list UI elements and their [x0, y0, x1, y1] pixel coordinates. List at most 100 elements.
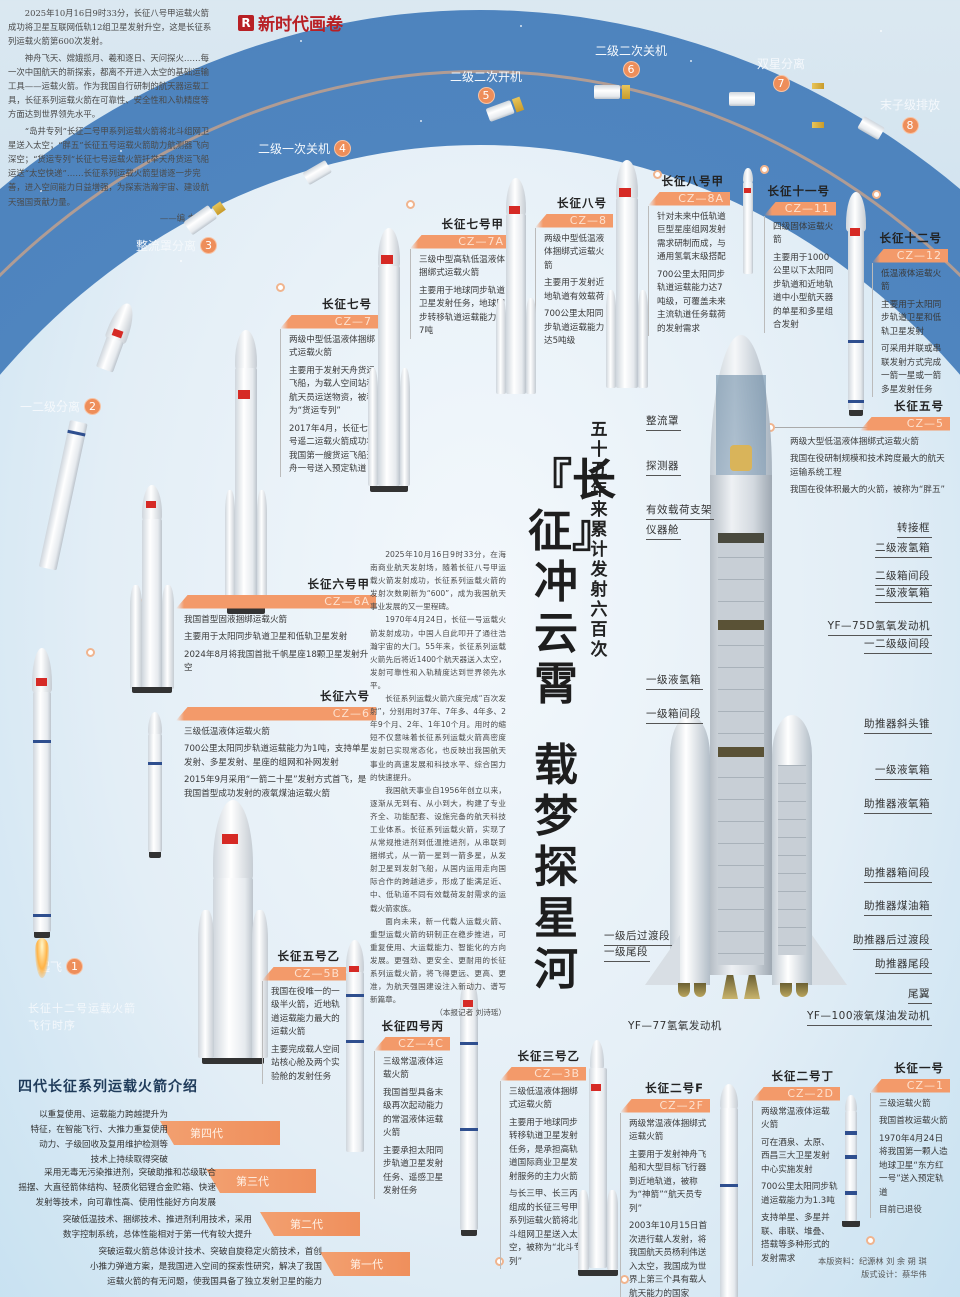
- rocket-name: 长征八号甲: [661, 174, 724, 188]
- flight-sequence-title-line: 长征十二号运载火箭: [28, 1002, 136, 1015]
- rocket-desc: 两级常温液体捆绑式运载火箭: [629, 1118, 707, 1143]
- diagram-label: 有效载荷支架: [646, 502, 714, 520]
- diagram-label: 助推器尾段: [875, 956, 932, 974]
- diagram-label: 助推器斜头锥: [864, 716, 932, 734]
- generation-desc-line: 突破运载火箭总体设计技术、突破自旋稳定火箭技术，首创: [98, 1247, 322, 1257]
- engine-nozzle: [694, 983, 706, 997]
- rocket-code: CZ—12: [872, 248, 948, 263]
- diagram-label: 助推器液氧箱: [864, 796, 932, 814]
- stage-number: 8: [901, 117, 919, 134]
- stage-number: 4: [334, 140, 352, 157]
- satellite-icon: [812, 122, 824, 128]
- generation-desc-line: 特征，在智能飞行、大推力重复使用: [30, 1125, 168, 1135]
- headline-line-1: 『长征』冲云霄: [528, 455, 616, 710]
- generation-desc-line: 运载火箭的有无问题，使我国具备了独立发射卫星的能力: [107, 1277, 322, 1287]
- timeline-pin: [495, 1257, 504, 1266]
- booster-tanks: [778, 765, 806, 955]
- rocket-code: CZ—2D: [752, 1086, 840, 1101]
- article-paragraph: 2025年10月16日9时33分，在海南商业航天发射场，随着长征八号甲运载火箭发…: [370, 550, 506, 612]
- rocket-code: CZ—8: [535, 213, 613, 228]
- diagram-label: YF—75D氢氧发动机: [827, 618, 932, 636]
- diagram-label: 一级后过渡段: [604, 928, 672, 946]
- rocket-desc: 700公里太阳同步轨道运载能力为1.3吨: [761, 1182, 838, 1206]
- rocket-desc: 可在酒泉、太原、西昌三大卫星发射中心实施发射: [761, 1137, 830, 1175]
- rocket-desc: 主要用于发射天舟货运飞船，为载人空间站和航天员运送物资，被称为“货运专列”: [289, 365, 375, 417]
- article-body: 2025年10月16日9时33分，在海南商业航天发射场，随着长征八号甲运载火箭发…: [370, 548, 506, 1019]
- rocket-desc: 主要用于太阳同步轨道卫星和低轨卫星发射: [881, 299, 942, 337]
- rocket-card-cz5b: 长征五号乙 CZ—5B 我国在役唯一的一级半火箭，近地轨道运载能力最大的运载火箭…: [262, 949, 346, 1088]
- rocket-desc: 低温液体运载火箭: [881, 268, 942, 293]
- rocket-desc: 1970年4月24日将我国第一颗人造地球卫星“东方红一号”送入预定轨道: [879, 1133, 948, 1198]
- diagram-label: YF—77氢氧发动机: [628, 1020, 722, 1032]
- rocket-desc: 2015年9月采用“一箭二十星”发射方式首飞，是我国首型成功发射的液氧煤油运载火…: [184, 775, 367, 799]
- rocket-desc: 我国在役唯一的一级半火箭，近地轨道运载能力最大的运载火箭: [271, 986, 340, 1038]
- generation-desc: 以重复使用、运载能力跨越提升为 特征，在智能飞行、大推力重复使用 动力、子级回收…: [8, 1108, 168, 1168]
- generation-tag: 第三代: [206, 1169, 316, 1193]
- stage-label: 一二级分离: [20, 400, 81, 414]
- generation-tag: 第二代: [260, 1212, 360, 1236]
- diagram-label: 助推器煤油箱: [864, 898, 932, 916]
- diagram-label: 一级液氧箱: [875, 762, 932, 780]
- generation-desc-line: 采用无毒无污染推进剂，突破助推和芯级联合: [44, 1168, 216, 1178]
- rocket-card-cz6a: 长征六号甲 CZ—6A 我国首型固液捆绑运载火箭主要用于太阳同步轨道卫星和低轨卫…: [176, 577, 376, 680]
- diagram-label: 一级液氢箱: [646, 672, 703, 690]
- rocket-code: CZ—8A: [648, 191, 730, 206]
- intro-paragraph: 神舟飞天、嫦娥揽月、羲和逐日、天问探火……每一次中国航天的新探索，都离不开进入太…: [8, 52, 210, 120]
- rocket-desc: 700公里太阳同步轨道运载能力为1吨，支持单星发射、多星发射、星座的组网和补网发…: [184, 744, 370, 768]
- stage-number: 7: [772, 75, 790, 92]
- diagram-label: 尾翼: [908, 986, 932, 1004]
- section-logo: R 新时代画卷: [238, 10, 343, 35]
- rocket-desc: 2003年10月15日首次进行载人发射，将我国航天员杨利伟送入太空，我国成为世界…: [629, 1221, 708, 1297]
- rocket-code: CZ—7: [280, 314, 378, 329]
- timeline-pin: [276, 283, 285, 292]
- generation-desc-line: 以重复使用、运载能力跨越提升为: [39, 1110, 168, 1120]
- rocket-card-cz8a: 长征八号甲 CZ—8A 针对未来中低轨道巨型星座组网发射需求研制而成，与通用氢氧…: [648, 174, 730, 340]
- yf77-nozzle: [744, 975, 760, 999]
- rocket-desc: 两级中型低温液体捆绑式运载火箭: [289, 334, 375, 359]
- engine-nozzle: [796, 983, 808, 997]
- stage-label: 二级二次关机: [595, 44, 668, 58]
- rocket-desc: 支持单星、多星并联、串联、堆叠、搭载等多种形式的发射需求: [761, 1213, 830, 1264]
- diagram-label: YF—100液氧煤油发动机: [807, 1008, 932, 1026]
- rocket-desc: 700公里太阳同步轨道运载能力达5吨级: [544, 309, 605, 346]
- interstage: [718, 620, 764, 630]
- engine-nozzle: [780, 983, 792, 997]
- flight-trajectory-line: [0, 70, 960, 1297]
- credits-line: 本版资料：纪源林 刘 余 朔 琪: [818, 1256, 927, 1266]
- rocket-name: 长征一号: [894, 1061, 944, 1075]
- rocket-name: 长征四号丙: [381, 1019, 444, 1033]
- stage-number: 6: [622, 61, 640, 78]
- rocket-code: CZ—3B: [500, 1066, 586, 1081]
- rocket-code: CZ—11: [764, 201, 836, 216]
- stage-label: 二级二次开机: [450, 70, 523, 84]
- diagram-label: 仪器舱: [646, 522, 681, 540]
- timeline-pin: [86, 648, 95, 657]
- rocket-desc: 与长三甲、长三丙组成的长征三号甲系列运载火箭将北斗组网卫星送入太空，被称为“北斗…: [509, 1189, 583, 1267]
- engine-nozzle: [678, 983, 690, 997]
- diagram-label: 二级液氢箱: [875, 540, 932, 558]
- rocket-desc: 我国在役研制规模和技术跨度最大的航天运输系统工程: [790, 454, 945, 478]
- rocket-desc: 主要用于地球同步转移轨道卫星发射任务，是承担高轨道国际商业卫星发射服务的主力火箭: [509, 1117, 578, 1182]
- headline-title: 『长征』冲云霄 载梦探星河: [528, 455, 616, 995]
- rocket-desc: 四级固体运载火箭: [773, 221, 834, 246]
- probe: [730, 445, 752, 471]
- timeline-pin: [866, 1236, 875, 1245]
- rocket-code: CZ—6A: [176, 594, 376, 609]
- rocket-name: 长征二号丁: [771, 1069, 834, 1083]
- intro-text: 2025年10月16日9时33分，长征八号甲运载火箭成功将卫星互联网低轨12组卫…: [8, 6, 216, 227]
- adapter-frame: [718, 533, 764, 543]
- rocket-card-cz3b: 长征三号乙 CZ—3B 三级低温液体捆绑式运载火箭主要用于地球同步转移轨道卫星发…: [500, 1049, 586, 1273]
- generation-desc-line: 摇摆、大直径箭体结构、轻质化铝锂合金贮箱、快速: [18, 1183, 216, 1193]
- timeline-pin: [872, 190, 881, 199]
- section-title: 新时代画卷: [258, 15, 343, 35]
- generation-desc: 采用无毒无污染推进剂，突破助推和芯级联合 摇摆、大直径箭体结构、轻质化铝锂合金贮…: [8, 1166, 216, 1211]
- flight-sequence-title: 长征十二号运载火箭 飞行时序: [28, 1000, 136, 1034]
- timeline-pin: [653, 170, 662, 179]
- rocket-card-cz7: 长征七号 CZ—7 两级中型低温液体捆绑式运载火箭主要用于发射天舟货运飞船，为载…: [280, 297, 378, 481]
- cz5-cutaway-diagram: [640, 335, 847, 1015]
- rocket-card-cz7a: 长征七号甲 CZ—7A 三级中型高轨低温液体捆绑式运载火箭主要用于地球同步轨道卫…: [410, 217, 510, 343]
